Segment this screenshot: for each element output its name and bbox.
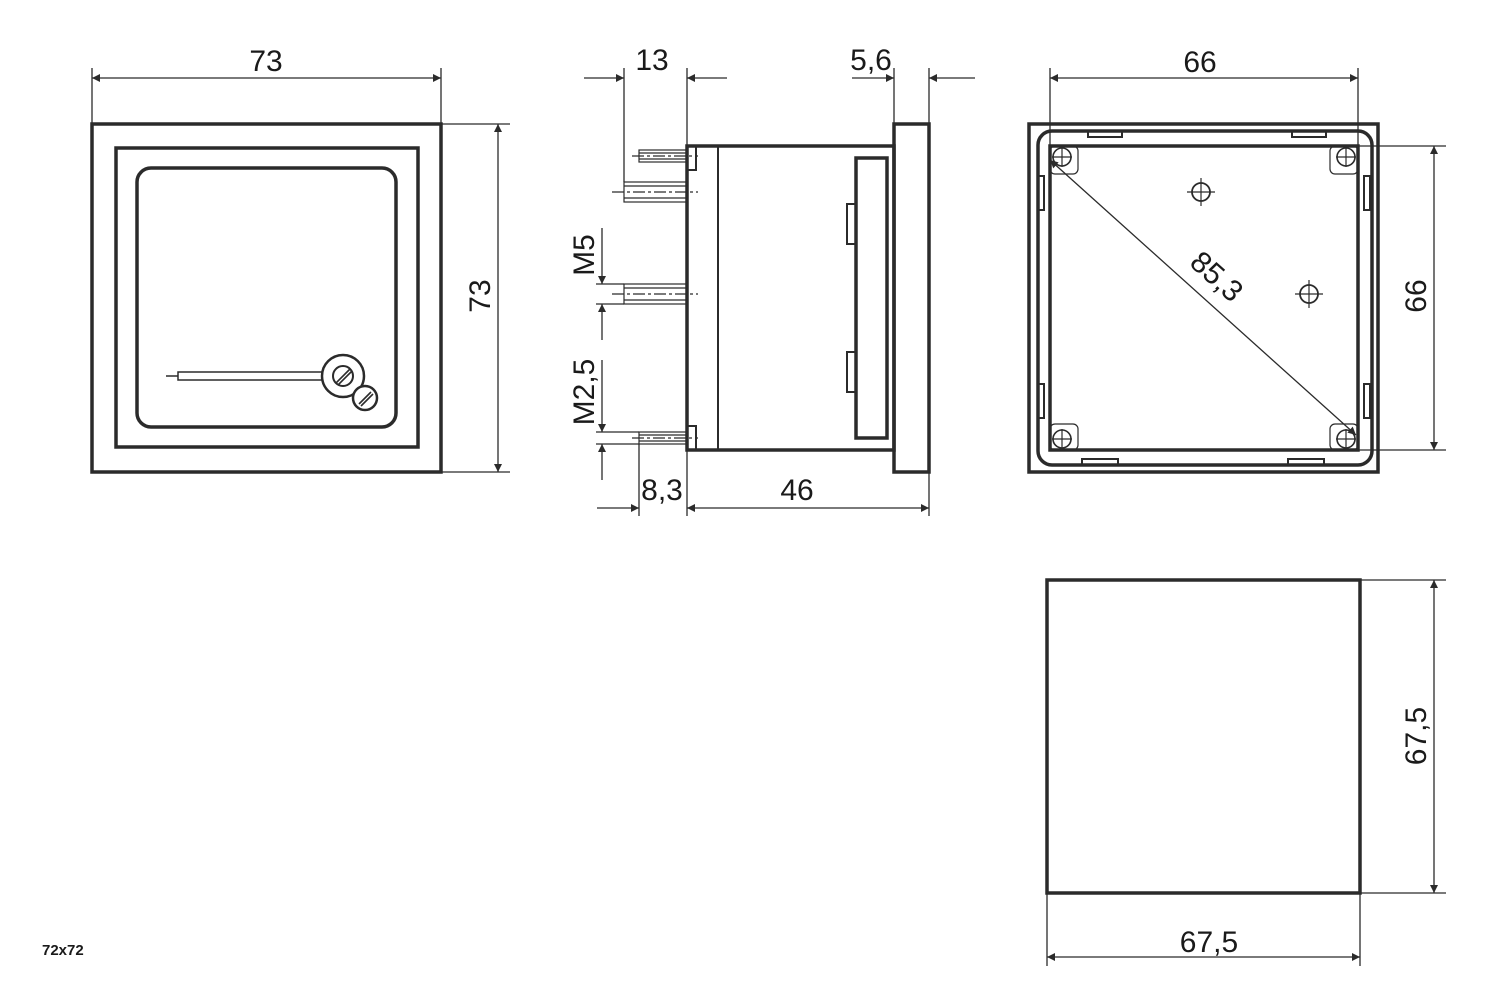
front-width-dimension: 73 — [91, 45, 442, 124]
corner-screw-top-right — [1329, 145, 1359, 175]
corner-screw-bottom-right — [1329, 423, 1359, 451]
model-label: 72x72 — [42, 942, 84, 959]
rear-width-dimension: 66 — [1049, 46, 1359, 146]
side-view: 13 5,6 M5 M2,5 — [568, 44, 975, 516]
front-view: 73 73 — [90, 45, 510, 474]
front-dial-face — [135, 166, 398, 429]
rear-height-dimension: 66 — [1358, 145, 1446, 451]
rear-view: 85,3 66 66 — [1027, 46, 1446, 474]
screw-thread-dimension: M2,5 — [568, 359, 639, 480]
cutout-width-label: 67,5 — [1180, 926, 1238, 959]
cutout-width-dimension: 67,5 — [1046, 893, 1361, 966]
panel-cutout — [1045, 578, 1362, 895]
side-bezel — [892, 122, 931, 474]
cutout-height-dimension: 67,5 — [1360, 579, 1446, 894]
screw-lower — [632, 431, 698, 445]
pin-depth-dimension: 13 — [584, 44, 727, 182]
bezel-depth-dimension: 5,6 — [850, 44, 975, 124]
clamp-tab-upper — [846, 203, 857, 245]
rear-width-label: 66 — [1183, 46, 1216, 79]
rear-bezel — [1027, 122, 1380, 474]
screw-thread-label: M2,5 — [568, 359, 601, 426]
front-width-label: 73 — [249, 45, 282, 78]
side-mounting-clamp — [854, 156, 889, 440]
front-height-dimension: 73 — [441, 123, 510, 473]
zero-adjust-screw — [320, 353, 379, 412]
terminal-mark-upper — [1187, 178, 1215, 206]
front-window-frame — [114, 146, 420, 449]
panel-cutout-view: 67,5 67,5 — [1045, 578, 1446, 966]
terminal-thread-dimension: M5 — [568, 228, 624, 340]
terminal-thread-label: M5 — [568, 234, 601, 276]
bottom-depth-dimensions: 8,3 46 — [597, 444, 930, 516]
terminal-upper — [612, 181, 698, 203]
pointer-needle — [166, 371, 326, 381]
bezel-depth-label: 5,6 — [850, 44, 892, 77]
body-depth-label: 46 — [780, 474, 813, 507]
terminal-lower — [612, 283, 698, 305]
rear-housing — [1036, 129, 1374, 467]
cutout-height-label: 67,5 — [1400, 707, 1433, 765]
screw-depth-label: 8,3 — [641, 474, 683, 507]
front-bezel — [90, 122, 443, 474]
terminal-mark-lower — [1295, 280, 1323, 308]
rear-diagonal-label: 85,3 — [1184, 245, 1249, 309]
corner-screw-top-left — [1049, 145, 1079, 175]
rear-cover — [1048, 144, 1360, 452]
rear-clips — [1037, 130, 1371, 466]
rear-height-label: 66 — [1400, 279, 1433, 312]
corner-screw-bottom-left — [1049, 423, 1079, 451]
clamp-tab-lower — [846, 351, 857, 393]
screw-upper — [632, 149, 698, 163]
pin-depth-label: 13 — [635, 44, 668, 77]
front-height-label: 73 — [464, 279, 497, 312]
